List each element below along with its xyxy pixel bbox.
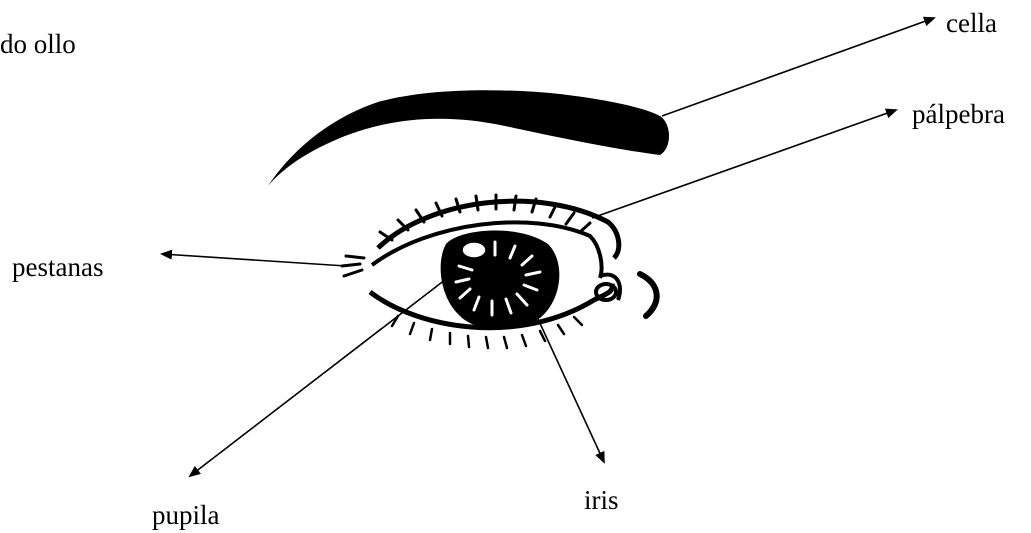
arrow-pestanas [162,254,346,266]
label-pupila: pupila [152,502,220,529]
diagram-title: do ollo [0,31,76,58]
eyebrow-shape [268,90,669,186]
iris-highlight [462,242,486,258]
label-cella: cella [946,10,997,37]
arrow-cella [662,18,934,116]
nose-curve [640,274,657,316]
arrow-pupila [190,276,450,476]
label-iris: iris [584,487,619,514]
label-pestanas: pestanas [12,254,103,281]
pupil-shape [476,258,512,294]
arrow-iris [532,306,604,462]
label-palpebra: pálpebra [912,101,1005,128]
